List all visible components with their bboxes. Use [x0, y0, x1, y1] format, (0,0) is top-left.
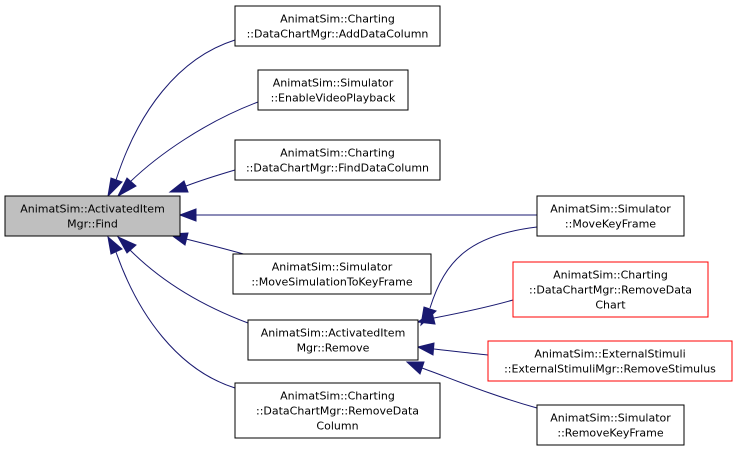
node-label-line: AnimatSim::ActivatedItem [20, 203, 165, 216]
node-box[interactable] [257, 69, 409, 111]
node-add-data-column[interactable]: AnimatSim::Charting::DataChartMgr::AddDa… [234, 5, 441, 47]
node-box[interactable] [536, 404, 685, 446]
edge-remove-stimulus-to-remove [416, 342, 489, 356]
node-box[interactable] [4, 195, 181, 237]
node-box[interactable] [232, 253, 432, 295]
node-enable-video-playback[interactable]: AnimatSim::Simulator::EnableVideoPlaybac… [257, 69, 409, 111]
node-box[interactable] [512, 261, 709, 318]
edges [107, 39, 538, 409]
edge-find-data-column-to-find [168, 169, 236, 193]
edge-move-key-frame-to-find [178, 208, 537, 222]
edge-enable-video-playback-to-find [116, 101, 259, 198]
node-move-key-frame[interactable]: AnimatSim::Simulator::MoveKeyFrame [536, 195, 685, 237]
node-remove-stimulus[interactable]: AnimatSim::ExternalStimuli::ExternalStim… [487, 340, 733, 382]
node-label-line: AnimatSim::Simulator [550, 412, 671, 425]
node-label-line: ::DataChartMgr::AddDataColumn [247, 28, 429, 41]
node-label-line: AnimatSim::Simulator [550, 203, 671, 216]
node-label-line: ::MoveSimulationToKeyFrame [251, 276, 413, 289]
node-label-line: AnimatSim::Simulator [272, 261, 393, 274]
node-box[interactable] [234, 382, 441, 439]
edge-remove-key-frame-to-remove [405, 361, 538, 409]
node-label-line: AnimatSim::Charting [280, 390, 395, 403]
node-box[interactable] [487, 340, 733, 382]
node-box[interactable] [234, 5, 441, 47]
node-label-line: ::DataChartMgr::RemoveData [529, 284, 692, 297]
edge-remove-data-column-to-find [107, 235, 236, 389]
node-label-line: Chart [595, 299, 626, 312]
node-box[interactable] [247, 319, 419, 361]
node-label-line: AnimatSim::Charting [280, 13, 395, 26]
node-label-line: AnimatSim::ExternalStimuli [534, 348, 685, 361]
edge-remove-data-chart-to-remove [416, 299, 514, 325]
node-label-line: ::RemoveKeyFrame [557, 427, 663, 440]
node-remove-data-chart[interactable]: AnimatSim::Charting::DataChartMgr::Remov… [512, 261, 709, 318]
node-label-line: ::ExternalStimuliMgr::RemoveStimulus [504, 363, 716, 376]
node-label-line: Mgr::Remove [297, 342, 370, 355]
node-label-line: Column [316, 420, 358, 433]
node-move-simulation-to-key-frame[interactable]: AnimatSim::Simulator::MoveSimulationToKe… [232, 253, 432, 295]
edge-move-simulation-to-find [168, 232, 248, 256]
node-label-line: AnimatSim::Charting [553, 269, 668, 282]
node-label-line: Mgr::Find [67, 218, 118, 231]
node-label-line: AnimatSim::Simulator [273, 77, 394, 90]
node-label-line: ::MoveKeyFrame [565, 218, 656, 231]
node-remove-data-column[interactable]: AnimatSim::Charting::DataChartMgr::Remov… [234, 382, 441, 439]
nodes: AnimatSim::ActivatedItemMgr::FindAnimatS… [4, 5, 733, 446]
node-label-line: ::DataChartMgr::RemoveData [256, 405, 419, 418]
edge-add-data-column-to-find [107, 39, 236, 198]
node-find-data-column[interactable]: AnimatSim::Charting::DataChartMgr::FindD… [234, 139, 441, 181]
node-label-line: ::DataChartMgr::FindDataColumn [246, 162, 429, 175]
node-box[interactable] [536, 195, 685, 237]
edge-remove-to-find [116, 235, 249, 324]
node-label-line: AnimatSim::Charting [280, 147, 395, 160]
node-remove-key-frame[interactable]: AnimatSim::Simulator::RemoveKeyFrame [536, 404, 685, 446]
node-box[interactable] [234, 139, 441, 181]
node-label-line: ::EnableVideoPlayback [271, 92, 396, 105]
node-label-line: AnimatSim::ActivatedItem [261, 327, 406, 340]
